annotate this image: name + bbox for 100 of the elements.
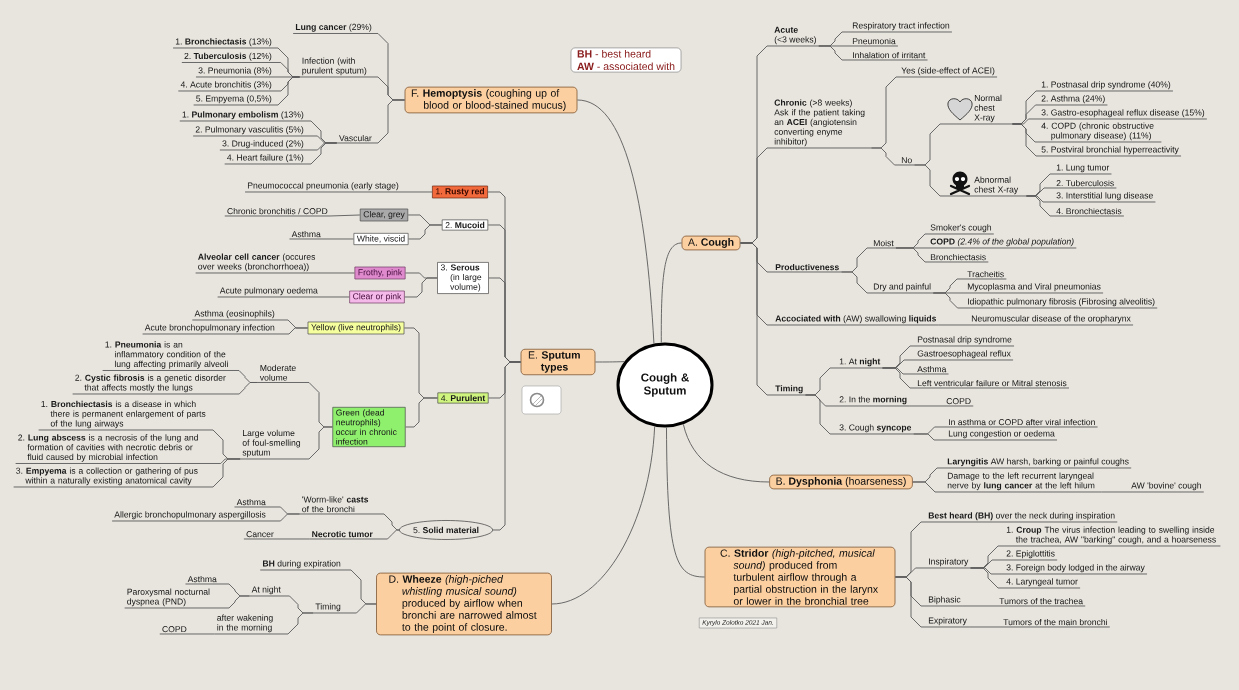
branch-line bbox=[962, 605, 1086, 607]
branch-line bbox=[142, 327, 309, 335]
branch-label: Left ventricular failure or Mitral stenosis bbox=[917, 379, 1067, 387]
branch-label: Biphasic bbox=[928, 596, 961, 605]
branch-label: Asthma bbox=[187, 575, 217, 583]
branch-label: Moderate volume bbox=[259, 364, 296, 381]
category-box: Frothy, pink bbox=[354, 266, 406, 280]
category-box: Green (dead neutrophils) occur in chronic infection bbox=[332, 406, 406, 448]
branch-label: 1. At night bbox=[839, 358, 881, 367]
branch-label: 3. Empyema is a collection or gathering of pus within a naturally existing anatomical cavity bbox=[16, 467, 198, 486]
branch-label: BH during expiration bbox=[263, 560, 341, 569]
branch-line bbox=[968, 626, 1111, 628]
branch-label: Necrotic tumor bbox=[312, 530, 373, 538]
branch-label: 1. Lung tumor bbox=[1056, 164, 1110, 173]
branch-label: Inhalation of irritant bbox=[853, 51, 926, 59]
branch-label: 1. Pulmonary embolism (13%) bbox=[182, 111, 304, 120]
branch-line bbox=[224, 142, 338, 165]
branch-label: Dry and painful bbox=[873, 283, 931, 292]
topic-box: C. Stridor (high-pitched, musical sound) produced from turbulent airflow through a partial obstruction in the larynx or lower in the bronchial tree bbox=[704, 546, 896, 608]
branch-label: In asthma or COPD after viral infection bbox=[949, 418, 1095, 426]
branch-label: Accociated with (AW) swallowing liquids bbox=[775, 315, 937, 324]
branch-label: 2. Tuberculosis bbox=[1056, 179, 1114, 187]
branch-line bbox=[289, 238, 354, 240]
branch-label: 2. Epiglottitis bbox=[1006, 550, 1055, 559]
branch-line bbox=[309, 529, 400, 540]
topic-box: B. Dysphonia (hoarseness) bbox=[769, 474, 913, 490]
branch-line bbox=[882, 367, 1070, 389]
branch-label: 2. In the morning bbox=[839, 396, 907, 405]
branch-label: 4. Laryngeal tumor bbox=[1006, 578, 1078, 587]
branch-label: Best heard (BH) over the neck during inspiration bbox=[928, 512, 1115, 521]
branch-label: 1. Bronchiectasis (13%) bbox=[175, 38, 272, 47]
topic-box: D. Wheeze (high-piched whistling musical sound) produced by airflow when bronchi are narrowed almost to the point of closure. bbox=[376, 572, 552, 636]
branch-line bbox=[870, 147, 915, 166]
branch-label: Expiratory bbox=[928, 617, 967, 626]
branch-label: Chronic bronchitis / COPD bbox=[227, 207, 328, 215]
branch-label: 4. Acute bronchitis (3%) bbox=[180, 81, 272, 90]
branch-line bbox=[818, 45, 928, 61]
branch-line bbox=[405, 397, 438, 428]
branch-label: Chronic (>8 weeks) Ask if the patient taking an ACEI (angiotensin converting enyme inhibitor) bbox=[774, 99, 865, 147]
category-box: 3. Serous (in large volume) bbox=[437, 262, 489, 294]
branch-label: Allergic bronchopulmonary aspergillosis bbox=[114, 511, 266, 520]
branch-label: 1. Croup The virus infection leading to swelling inside the trachea, AW "barking" cough, and a hoarseness bbox=[1006, 526, 1216, 545]
branch-label: Abnormal chest X-ray bbox=[974, 176, 1019, 195]
branch-label: Moist bbox=[873, 239, 894, 247]
branch-line bbox=[740, 242, 806, 396]
branch-line bbox=[159, 633, 216, 635]
branch-label: Asthma bbox=[236, 498, 266, 506]
branch-line bbox=[551, 426, 656, 605]
branch-line bbox=[312, 603, 377, 614]
branch-line bbox=[841, 271, 934, 294]
category-box: White, viscid bbox=[353, 233, 409, 245]
branch-label: Lung congestion or oedema bbox=[948, 430, 1055, 439]
branch-label: 2. Lung abscess is a necrosis of the lung and formation of cavities with necrotic debris or fluid caused by microbial infection bbox=[18, 434, 198, 462]
branch-label: Tumors of the trachea bbox=[999, 597, 1083, 605]
branch-line bbox=[805, 394, 915, 435]
branch-label: Infection (with purulent sputum) bbox=[302, 57, 367, 76]
branch-line bbox=[244, 191, 433, 193]
note-box: BH - best heard AW - associated with bbox=[570, 47, 682, 73]
branch-label: Laryngitis AW harsh, barking or painful coughs bbox=[947, 458, 1129, 467]
branch-label: Bronchiectasis bbox=[930, 253, 986, 261]
branch-line bbox=[1100, 491, 1205, 493]
branch-label: Lung cancer (29%) bbox=[295, 23, 372, 32]
branch-label: At night bbox=[251, 586, 281, 595]
branch-line bbox=[894, 576, 970, 628]
branch-label: 1. Bronchiectasis is a disease in which there is permanent enlargement of parts of the lung airways bbox=[41, 400, 206, 429]
branch-line bbox=[908, 405, 974, 407]
branch-line bbox=[682, 423, 770, 483]
branch-label: 3. Foreign body lodged in the airway bbox=[1006, 564, 1145, 573]
branch-label: 5. Empyema (0,5%) bbox=[196, 95, 272, 104]
branch-label: AW 'bovine' cough bbox=[1131, 482, 1201, 491]
branch-label: 3. Drug-induced (2%) bbox=[222, 140, 304, 149]
branch-line bbox=[1011, 123, 1182, 157]
branch-label: 3. Interstitial lung disease bbox=[1056, 192, 1153, 201]
branch-line bbox=[594, 361, 625, 363]
branch-line bbox=[913, 164, 1027, 197]
branch-line bbox=[1025, 195, 1125, 217]
branch-label: Respiratory tract infection bbox=[852, 22, 950, 31]
branch-line bbox=[217, 296, 350, 298]
branch-label: Gastroesophageal reflux bbox=[917, 350, 1011, 359]
category-box: 2. Mucoid bbox=[441, 219, 489, 231]
branch-line bbox=[666, 427, 706, 578]
branch-label: Timing bbox=[315, 603, 341, 612]
branch-label: Asthma bbox=[917, 365, 947, 373]
branch-label: Pneumonia bbox=[852, 37, 896, 45]
branch-label: Productiveness bbox=[775, 263, 839, 271]
branch-line bbox=[13, 458, 241, 488]
branch-label: Acute pulmonary oedema bbox=[219, 287, 318, 296]
branch-label: Asthma bbox=[291, 230, 321, 238]
category-box: 4. Purulent bbox=[437, 392, 489, 404]
branch-label: COPD (2.4% of the global population) bbox=[930, 238, 1074, 247]
branch-label: Inspiratory bbox=[929, 558, 969, 567]
branch-label: Timing bbox=[775, 385, 803, 394]
branch-label: Large volume of foul-smelling sputum bbox=[242, 429, 301, 458]
branch-line bbox=[404, 277, 438, 298]
branch-line bbox=[576, 99, 655, 345]
branch-line bbox=[932, 292, 1158, 309]
topic-box: E. Sputum types bbox=[520, 348, 596, 376]
branch-label: 3. Gastro-esophageal reflux disease (15%) bbox=[1041, 109, 1205, 118]
branch-label: Alveolar cell cancer (occures over weeks (bronchorrhoea)) bbox=[198, 253, 316, 272]
branch-label: 2. Asthma (24%) bbox=[1041, 95, 1105, 104]
